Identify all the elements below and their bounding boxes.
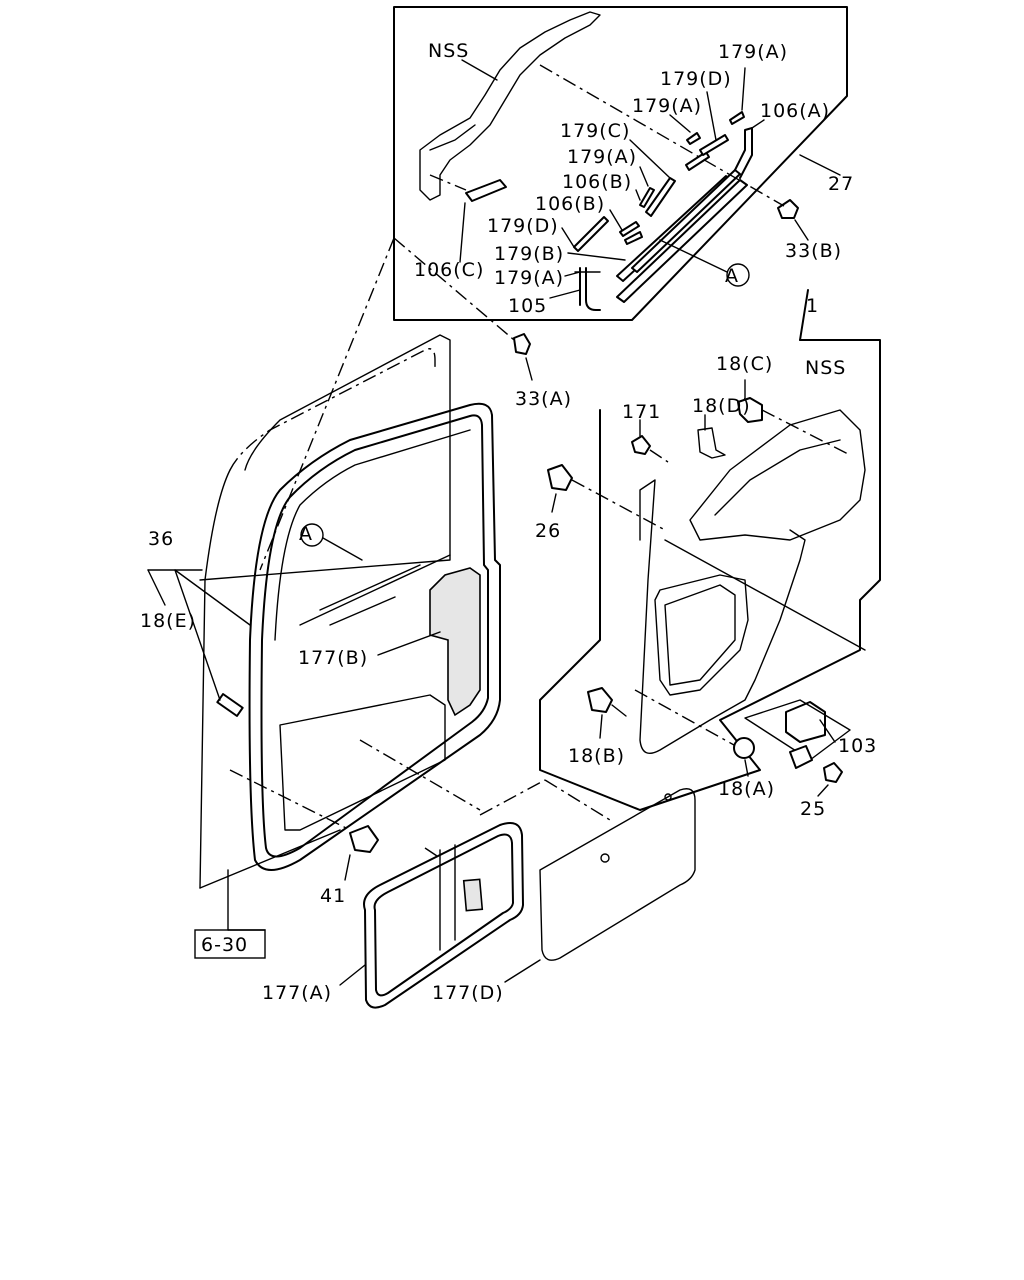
label-41: 41	[320, 885, 346, 907]
label-ref-6-30[interactable]: 6-30	[201, 934, 248, 956]
label-nss-right: NSS	[805, 357, 846, 379]
label-179d-2: 179(D)	[487, 215, 559, 237]
label-106b-1: 106(B)	[562, 171, 632, 193]
label-18b: 18(B)	[568, 745, 625, 767]
door-trim-panel	[539, 289, 881, 811]
label-18d: 18(D)	[692, 395, 751, 417]
door-shell	[147, 334, 501, 931]
label-106c: 106(C)	[414, 259, 484, 281]
label-nss-top: NSS	[428, 40, 469, 62]
label-171: 171	[622, 401, 661, 423]
label-33a: 33(A)	[515, 388, 572, 410]
top-inset-panel	[393, 6, 848, 321]
label-179a-3: 179(A)	[567, 146, 637, 168]
label-18c: 18(C)	[716, 353, 773, 375]
label-177b: 177(B)	[298, 647, 368, 669]
label-18a: 18(A)	[718, 778, 775, 800]
label-179a-2: 179(A)	[632, 95, 702, 117]
label-179b: 179(B)	[494, 243, 564, 265]
label-179a-4: 179(A)	[494, 267, 564, 289]
label-18e: 18(E)	[140, 610, 196, 632]
clip-33a	[513, 333, 531, 355]
label-103: 103	[838, 735, 877, 757]
label-106b-2: 106(B)	[535, 193, 605, 215]
label-177a: 177(A)	[262, 982, 332, 1004]
label-179c: 179(C)	[560, 120, 630, 142]
label-26: 26	[535, 520, 561, 542]
label-25: 25	[800, 798, 826, 820]
ref-box	[194, 929, 266, 959]
callout-labels: NSS 179(A) 179(D) 179(A) 106(A) 179(C) 1…	[140, 40, 877, 1004]
label-circle-a-top: A	[725, 265, 739, 287]
label-circle-a-left: A	[299, 523, 313, 545]
label-33b: 33(B)	[785, 240, 842, 262]
label-36: 36	[148, 528, 174, 550]
label-1: 1	[806, 295, 819, 317]
label-179a-1: 179(A)	[718, 41, 788, 63]
label-177d: 177(D)	[432, 982, 504, 1004]
label-105: 105	[508, 295, 547, 317]
window-glass-assembly	[339, 739, 696, 1009]
label-27: 27	[828, 173, 854, 195]
label-106a: 106(A)	[760, 100, 830, 122]
label-179d-1: 179(D)	[660, 68, 732, 90]
